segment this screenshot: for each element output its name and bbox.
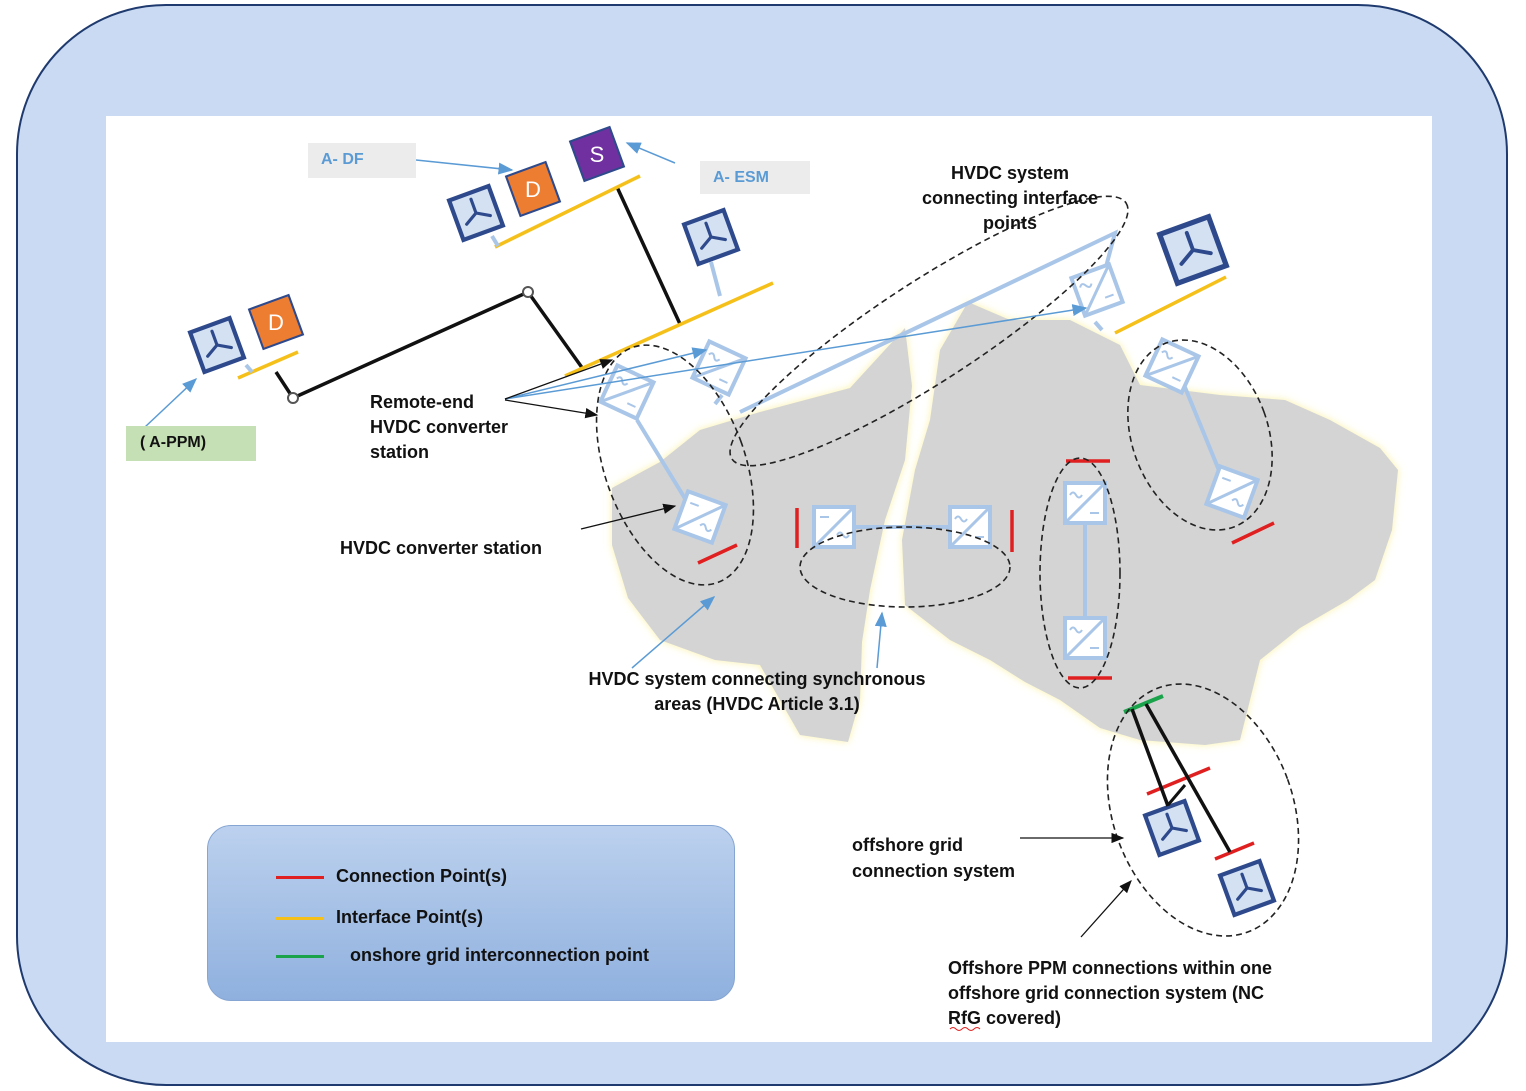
a-ppm-text: ( A-PPM)	[140, 434, 207, 451]
ac-lines	[274, 186, 682, 401]
offshore-ppm-label: RfG covered)	[948, 1008, 1061, 1028]
a-df-tag: A- DF	[308, 143, 416, 178]
spellcheck-underline	[949, 1027, 981, 1031]
converter-icon	[948, 505, 992, 549]
demand-icon: D	[505, 161, 561, 217]
converter-icon	[1069, 262, 1125, 318]
remote-end-label: station	[370, 442, 429, 462]
legend: Connection Point(s) Interface Point(s) o…	[207, 825, 735, 1001]
legend-item-interface: Interface Point(s)	[276, 907, 484, 928]
hvdc-interface-label: points	[983, 213, 1037, 233]
a-esm-tag: A- ESM	[700, 161, 810, 194]
legend-label: Connection Point(s)	[336, 866, 507, 886]
wind-turbine-icon	[449, 186, 503, 240]
legend-swatch-interface	[276, 917, 324, 920]
a-df-text: A- DF	[321, 151, 364, 168]
a-ppm-tag: ( A-PPM)	[126, 426, 256, 461]
svg-text:S: S	[590, 142, 605, 167]
black-arrows	[504, 359, 1132, 938]
offshore-cables	[1130, 703, 1232, 853]
remote-end-label: Remote-end	[370, 392, 474, 412]
converter-icon	[1063, 616, 1107, 660]
demand-icon: D	[248, 294, 304, 350]
sync-areas-label: HVDC system connecting synchronous	[588, 669, 925, 689]
connection-points	[697, 459, 1275, 861]
land-west	[612, 328, 912, 742]
offshore-grid-label: connection system	[852, 861, 1015, 881]
storage-icon: S	[569, 126, 625, 182]
sync-areas-label: areas (HVDC Article 3.1)	[654, 694, 859, 714]
node-1	[287, 392, 299, 404]
converter-station-label: HVDC converter station	[340, 538, 542, 558]
legend-swatch-onshore	[276, 955, 324, 958]
hvdc-interface-label: HVDC system	[951, 163, 1069, 183]
converter-icon	[1143, 337, 1201, 395]
offshore-cable-link	[1166, 784, 1187, 806]
offshore-ppm-label: Offshore PPM connections within one	[948, 958, 1272, 978]
wind-turbine-icon	[190, 318, 244, 372]
converter-icon	[812, 505, 856, 549]
wind-turbine-icon	[1220, 861, 1274, 915]
blue-arrows	[144, 142, 1088, 669]
converter-icon	[1063, 481, 1107, 525]
offshore-grid-label: offshore grid	[852, 835, 963, 855]
offshore-ppm-label: offshore grid connection system (NC	[948, 983, 1264, 1003]
legend-swatch-connection	[276, 876, 324, 879]
land-east	[902, 302, 1398, 745]
svg-text:D: D	[268, 310, 284, 335]
svg-text:D: D	[525, 177, 541, 202]
wind-turbine-icon	[684, 210, 738, 264]
hvdc-interface-label: connecting interface	[922, 188, 1098, 208]
grouping-ellipses	[595, 195, 1300, 937]
wind-turbine-icon	[1145, 801, 1199, 855]
a-esm-text: A- ESM	[713, 169, 769, 186]
legend-item-connection: Connection Point(s)	[276, 866, 507, 887]
legend-item-onshore: onshore grid interconnection point	[276, 945, 649, 966]
wind-turbine-icon	[1160, 217, 1227, 284]
legend-label: onshore grid interconnection point	[350, 945, 649, 965]
node-2	[522, 286, 534, 298]
legend-label: Interface Point(s)	[336, 907, 484, 927]
onshore-interconnection-point	[1123, 694, 1164, 714]
remote-end-label: HVDC converter	[370, 417, 508, 437]
